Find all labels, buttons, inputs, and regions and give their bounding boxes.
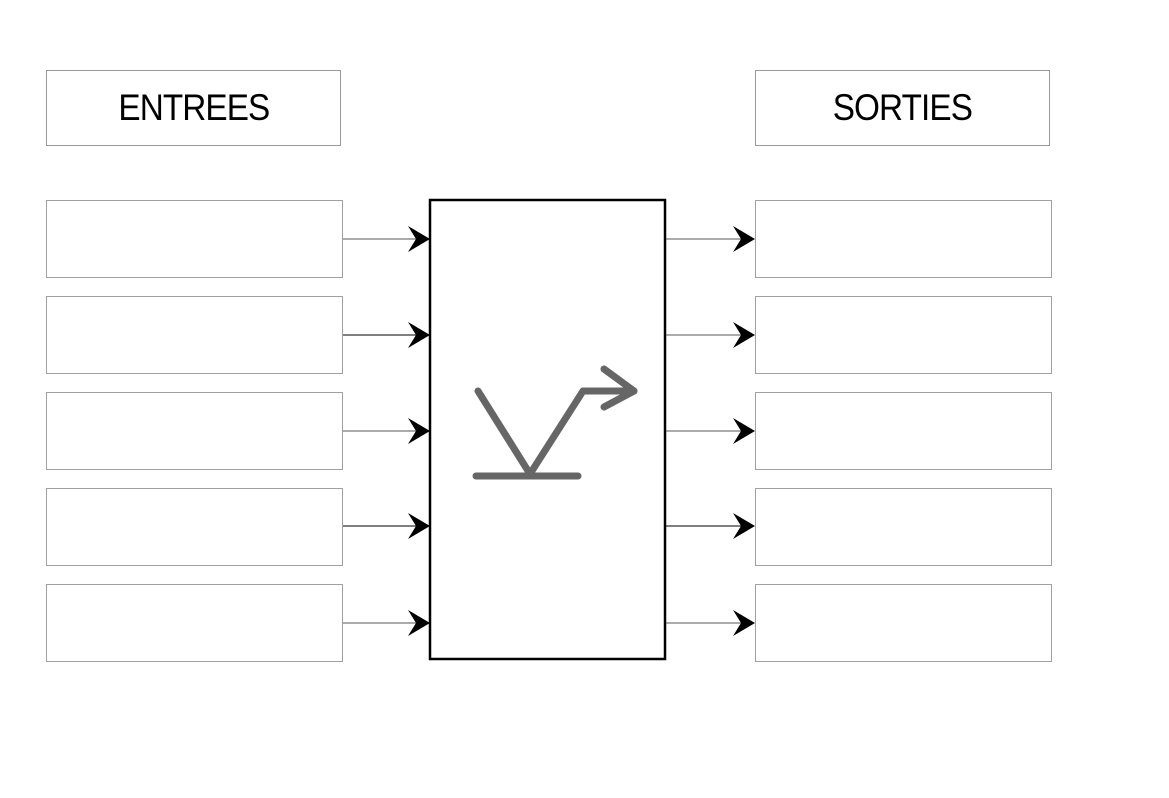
input-box-1 — [46, 200, 343, 278]
input-box-3 — [46, 392, 343, 470]
input-connector-4 — [343, 513, 430, 539]
input-connector-5 — [343, 610, 430, 636]
input-connector-2 — [343, 322, 430, 348]
input-connector-1 — [343, 226, 430, 252]
output-box-3 — [755, 392, 1052, 470]
output-connector-5 — [666, 610, 755, 636]
output-box-5 — [755, 584, 1052, 662]
inputs-header-label: ENTREES — [117, 87, 270, 128]
outputs-header-label: SORTIES — [832, 87, 973, 128]
output-connector-4 — [666, 513, 755, 539]
output-connector-3 — [666, 418, 755, 444]
inputs-header: ENTREES — [46, 70, 341, 146]
output-box-2 — [755, 296, 1052, 374]
output-box-4 — [755, 488, 1052, 566]
weighing-funnel-arrow-icon — [472, 365, 638, 480]
output-box-1 — [755, 200, 1052, 278]
output-connector-2 — [666, 322, 755, 348]
input-box-4 — [46, 488, 343, 566]
input-connector-3 — [343, 418, 430, 444]
central-process-block — [428, 198, 667, 661]
input-box-2 — [46, 296, 343, 374]
outputs-header: SORTIES — [755, 70, 1050, 146]
output-connector-1 — [666, 226, 755, 252]
input-box-5 — [46, 584, 343, 662]
